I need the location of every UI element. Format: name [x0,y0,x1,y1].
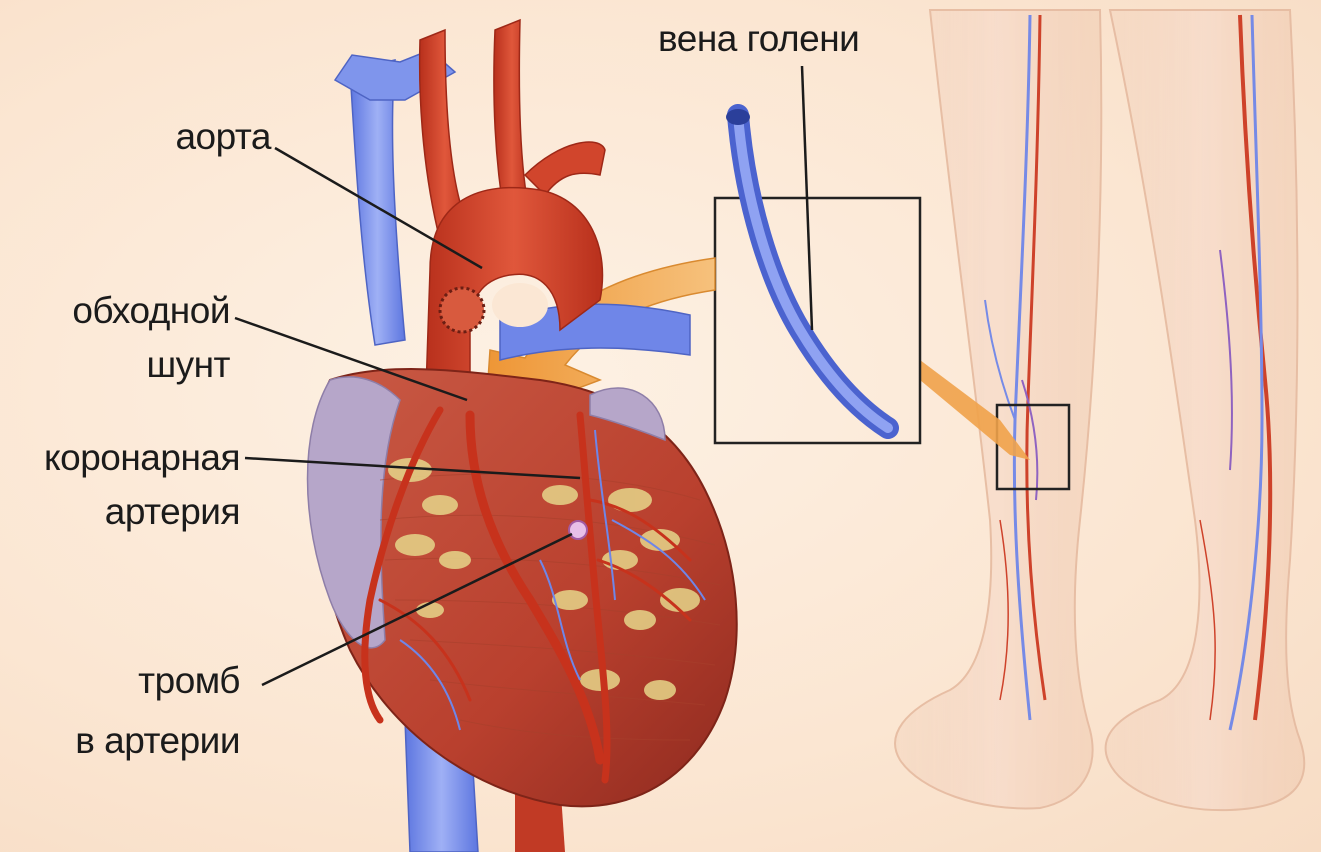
label-clot-line1: тромб [138,660,240,702]
label-bypass-line2: шунт [146,344,230,386]
vein-graft-box [715,198,920,443]
label-clot-line2: в артерии [75,720,240,762]
heart-illustration [308,20,737,852]
label-coronary-line1: коронарная [44,437,240,479]
label-coronary-line2: артерия [105,491,240,533]
label-bypass-line1: обходной [72,290,230,332]
label-shin-vein: вена голени [658,18,859,60]
vein-graft-illustration [726,109,888,428]
label-aorta: аорта [175,116,271,158]
